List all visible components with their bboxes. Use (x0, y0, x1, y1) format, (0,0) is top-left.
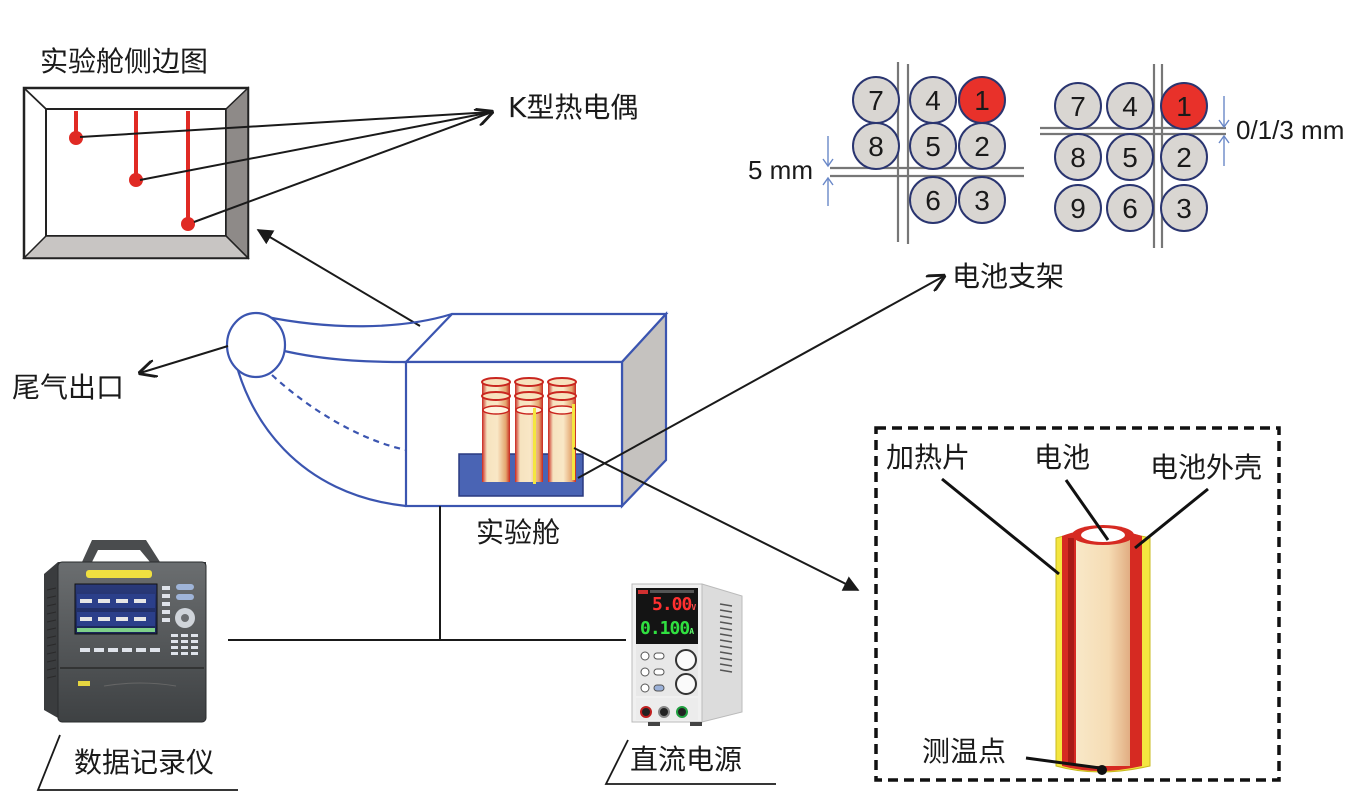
thermocouple-leader-3 (193, 112, 492, 223)
experimental-chamber (225, 311, 669, 509)
data-logger-device (44, 540, 207, 723)
battery-shell-label: 电池外壳 (1150, 451, 1263, 484)
voltage-readout: 5.00V (652, 594, 696, 615)
side-view-title: 实验舱侧边图 (40, 45, 209, 78)
battery-leader (1064, 479, 1110, 541)
mini-cell-top (548, 405, 576, 415)
exhaust-outlet-opening (225, 311, 287, 379)
current-unit: A (689, 627, 694, 636)
thermocouple-label: K型热电偶 (508, 91, 639, 124)
battery-holder-label: 电池支架 (952, 260, 1065, 293)
mini-cell-top (514, 377, 544, 387)
battery-cell-9 (1054, 184, 1102, 232)
voltage-value: 5.00 (652, 594, 692, 615)
battery-cell-5 (1106, 133, 1154, 181)
mini-heater-strip (572, 404, 575, 480)
battery-cell-8 (852, 122, 900, 170)
data-logger-label: 数据记录仪 (74, 746, 215, 779)
wiring (228, 506, 626, 641)
battery-cell-number: 4 (1122, 91, 1138, 122)
battery-array (481, 377, 577, 484)
battery-cell-number: 9 (1070, 193, 1086, 224)
thermocouple-probe-1 (69, 111, 83, 145)
battery-shell-leader (1134, 487, 1209, 550)
mini-cell-top (481, 391, 511, 401)
battery-cell-4 (1106, 82, 1154, 130)
voltage-unit: V (691, 603, 696, 612)
data-logger-label-bracket (36, 734, 238, 791)
dc-power-supply-device (631, 583, 743, 726)
battery-cell-number: 5 (925, 131, 941, 162)
gap-dimension-b (1218, 96, 1230, 166)
mini-cell-top (514, 391, 544, 401)
mini-cell-top (482, 405, 510, 415)
battery-detail-box (874, 426, 1281, 782)
mini-cell-top (547, 377, 577, 387)
battery-cell-number: 5 (1122, 142, 1138, 173)
thermocouple-leader-1 (79, 111, 493, 138)
exhaust-arrow (140, 345, 229, 373)
exhaust-outlet-label: 尾气出口 (12, 371, 125, 404)
thermocouple-leader-2 (139, 111, 493, 181)
battery-holder-leader (577, 276, 944, 479)
battery-cell-number: 7 (1070, 91, 1086, 122)
battery-cell-6 (909, 176, 957, 224)
mini-heater-strip (533, 408, 536, 484)
mini-cell-top (547, 391, 577, 401)
battery-cell-number: 4 (925, 85, 941, 116)
thermocouple-probe-2 (129, 111, 143, 187)
layout-b: 7 4 1 8 5 2 9 6 3 (1040, 64, 1230, 248)
heater-label: 加热片 (886, 441, 971, 474)
battery-cell-number: 8 (1070, 142, 1086, 173)
mini-cell-top (481, 377, 511, 387)
battery-cell-number: 7 (868, 85, 884, 116)
battery-cell-number: 3 (1176, 193, 1192, 224)
current-value: 0.100 (640, 618, 690, 639)
gap-label-a: 5 mm (748, 155, 813, 185)
battery-cell-3 (958, 176, 1006, 224)
battery-cell-number: 1 (974, 85, 990, 116)
gap-dimension-a (822, 136, 834, 206)
chamber-label: 实验舱 (476, 516, 561, 549)
battery-cell-5 (909, 122, 957, 170)
detail-leader (573, 447, 860, 591)
battery-cell-7 (1054, 82, 1102, 130)
battery-cell-8 (1054, 133, 1102, 181)
battery-cell-number: 2 (974, 131, 990, 162)
battery-cell-2 (958, 122, 1006, 170)
battery-cell-number: 8 (868, 131, 884, 162)
dc-power-label: 直流电源 (630, 743, 743, 776)
battery-cell-1 (1160, 82, 1208, 130)
battery-label: 电池 (1034, 441, 1091, 474)
battery-cell-number: 2 (1176, 142, 1192, 173)
side-view-arrow (256, 229, 421, 327)
chamber-side-view (22, 86, 493, 260)
battery-cell-number: 1 (1176, 91, 1192, 122)
layout-a: 7 4 1 8 5 2 6 3 (822, 62, 1024, 244)
temp-point-leader (1025, 756, 1101, 770)
current-readout: 0.100A (640, 618, 694, 639)
mini-cell-top (515, 405, 543, 415)
temp-point-label: 测温点 (922, 735, 1007, 768)
heater-leader (941, 477, 1060, 576)
dc-power-label-bracket (604, 739, 776, 785)
battery-cell-number: 6 (1122, 193, 1138, 224)
battery-cell-number: 6 (925, 185, 941, 216)
battery-cell-2 (1160, 133, 1208, 181)
gap-label-b: 0/1/3 mm (1236, 115, 1345, 145)
battery-cell-6 (1106, 184, 1154, 232)
battery-cell-number: 3 (974, 185, 990, 216)
battery-cell-3 (1160, 184, 1208, 232)
